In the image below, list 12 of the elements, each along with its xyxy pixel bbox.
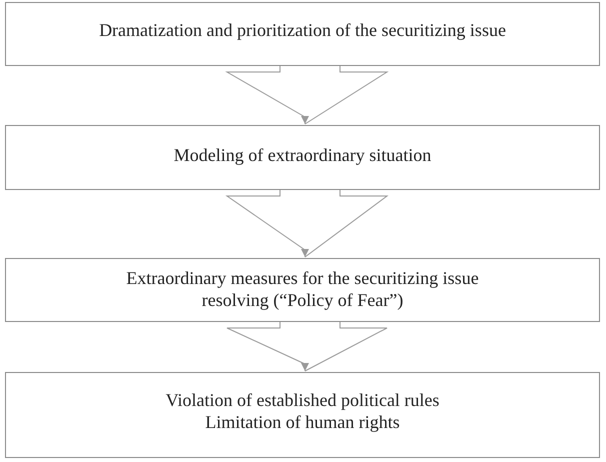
- box-text: Limitation of human rights: [205, 411, 400, 433]
- block-arrow: [225, 190, 388, 258]
- block-arrow: [226, 322, 388, 372]
- process-box: [5, 2, 600, 66]
- process-box: [5, 258, 600, 322]
- box-text: Violation of established political rules: [166, 389, 440, 411]
- process-box: [5, 372, 600, 458]
- box-text: Extraordinary measures for the securitizing issue resolving (“Policy of Fear”): [125, 267, 480, 311]
- box-text: Dramatization and prioritization of the securitizing issue: [99, 19, 506, 41]
- process-box: [5, 125, 600, 190]
- block-arrow: [225, 66, 389, 124]
- box-text: Modeling of extraordinary situation: [174, 144, 432, 166]
